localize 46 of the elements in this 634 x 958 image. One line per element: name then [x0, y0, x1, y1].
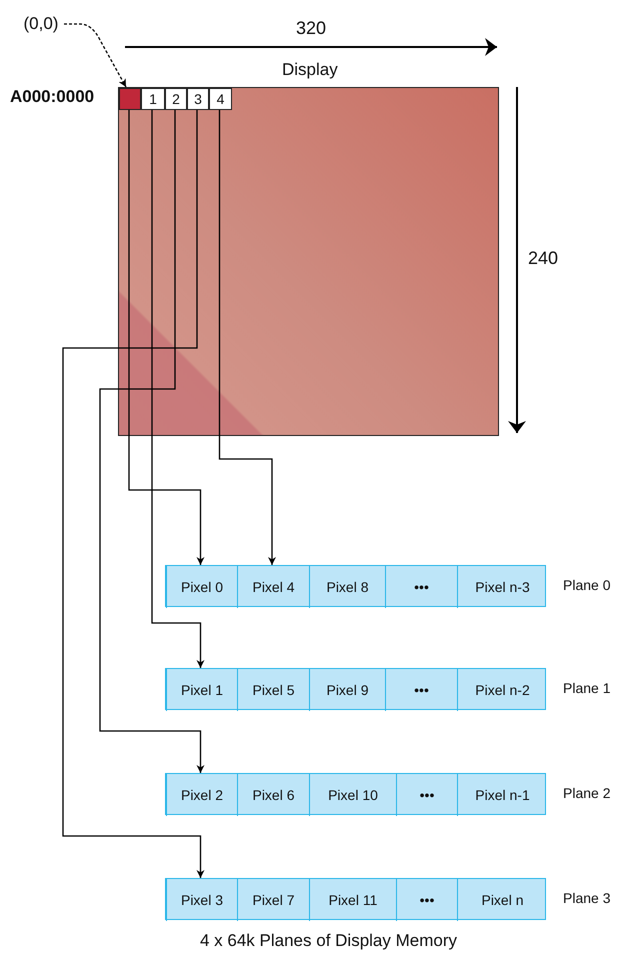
memory-plane-row [165, 773, 546, 815]
pixel-cell: 3 [187, 88, 209, 110]
memory-cell: Pixel 2 [166, 774, 237, 816]
plane-label: Plane 2 [563, 785, 610, 801]
memory-cell: ••• [385, 669, 457, 711]
connector-arrow [218, 109, 276, 565]
memory-cell: Pixel n-2 [457, 669, 547, 711]
memory-plane-row [165, 668, 546, 710]
memory-cell: ••• [385, 566, 457, 608]
memory-cell: Pixel 7 [237, 879, 309, 921]
memory-plane-row [165, 878, 546, 920]
memory-cell: Pixel 6 [237, 774, 309, 816]
dimension-label: 320 [296, 18, 326, 39]
memory-cell: Pixel 4 [237, 566, 309, 608]
connector-arrow [151, 109, 204, 668]
memory-cell: ••• [396, 879, 457, 921]
pixel-cell [119, 88, 141, 110]
connector-arrow [99, 109, 204, 773]
plane-label: Plane 3 [563, 890, 610, 906]
connector-arrow [62, 109, 204, 878]
display-heading: Display [282, 60, 338, 80]
pixel-cell: 2 [165, 88, 187, 110]
memory-cell: Pixel 8 [309, 566, 385, 608]
leader-arrow [64, 23, 127, 88]
memory-cell: Pixel n [457, 879, 547, 921]
pixel-cell: 1 [141, 88, 165, 110]
caption: 4 x 64k Planes of Display Memory [200, 931, 457, 951]
memory-plane-row [165, 565, 546, 607]
plane-label: Plane 0 [563, 577, 610, 593]
memory-cell: Pixel 5 [237, 669, 309, 711]
coordinate-label: (0,0) [18, 10, 64, 38]
memory-cell: Pixel n-1 [457, 774, 547, 816]
memory-cell: Pixel 9 [309, 669, 385, 711]
address-label: A000:0000 [10, 87, 94, 107]
memory-cell: Pixel 10 [309, 774, 396, 816]
memory-cell: Pixel 1 [166, 669, 237, 711]
dimension-label: 240 [528, 248, 558, 269]
plane-label: Plane 1 [563, 680, 610, 696]
connector-arrow [128, 109, 204, 565]
pixel-cell: 4 [209, 88, 232, 110]
memory-cell: Pixel 0 [166, 566, 237, 608]
memory-cell: Pixel n-3 [457, 566, 547, 608]
memory-cell: Pixel 3 [166, 879, 237, 921]
memory-cell: Pixel 11 [309, 879, 396, 921]
memory-cell: ••• [396, 774, 457, 816]
display-area [118, 87, 499, 436]
